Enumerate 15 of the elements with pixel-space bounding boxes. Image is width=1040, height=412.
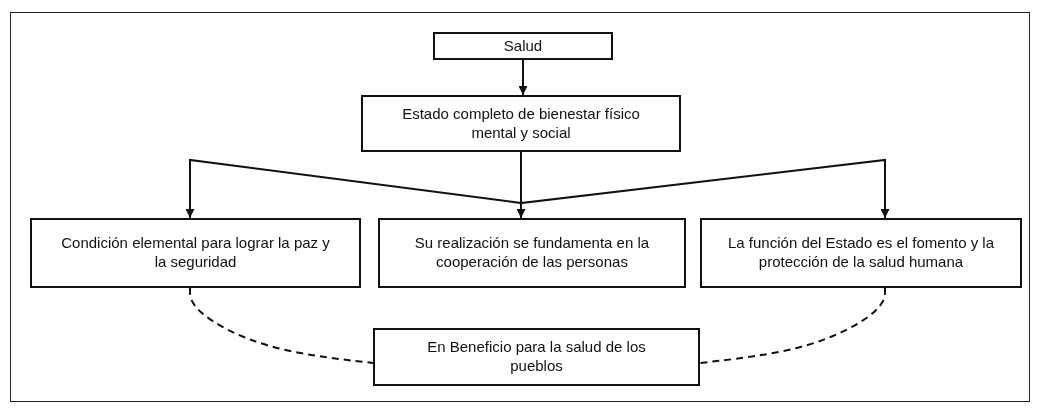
connector-line [699, 287, 886, 364]
node-text: Estado completo de bienestar físico mental y social [401, 104, 641, 143]
heading-box [433, 32, 613, 60]
arrow [518, 59, 528, 96]
process-box [700, 218, 1022, 288]
node-text: Condición elemental para lograr la paz y la seguridad [60, 234, 331, 272]
connector-line [189, 287, 374, 364]
process-box [378, 218, 686, 288]
node-text: La función del Estado es el fomento y la protección de la salud humana [728, 234, 994, 272]
node-text: En Beneficio para la salud de los pueblos [426, 338, 647, 376]
process-box [373, 328, 700, 386]
node-text: Salud [503, 36, 543, 56]
process-box [361, 95, 681, 152]
process-box [30, 218, 361, 288]
node-text: Su realización se fundamenta en la cooperación de las personas [413, 234, 651, 272]
